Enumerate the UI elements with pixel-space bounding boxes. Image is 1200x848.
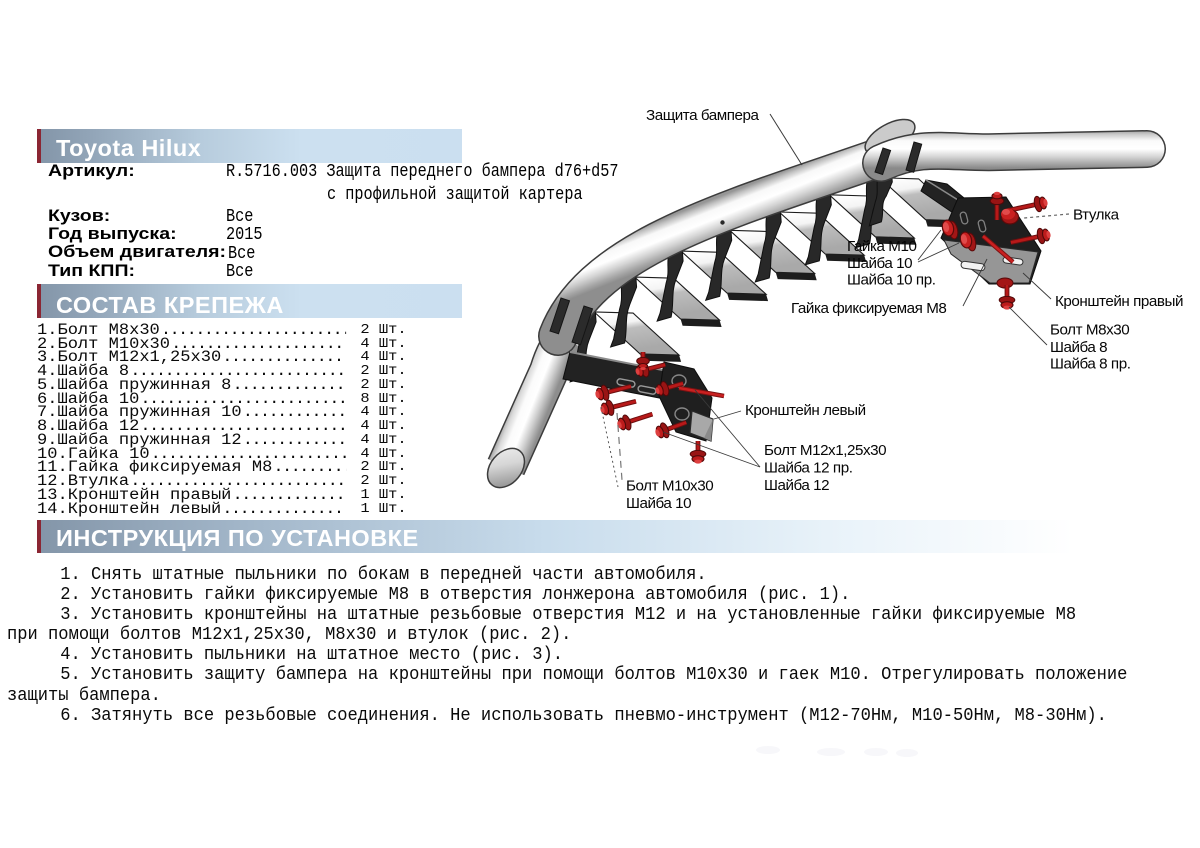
svg-text:Шайба 10 пр.: Шайба 10 пр. xyxy=(847,272,935,289)
svg-text:Шайба 12 пр.: Шайба 12 пр. xyxy=(764,460,852,477)
svg-text:Болт М10х30: Болт М10х30 xyxy=(626,478,713,495)
svg-text:Кронштейн левый: Кронштейн левый xyxy=(745,402,866,419)
svg-text:Шайба 8 пр.: Шайба 8 пр. xyxy=(1050,356,1130,373)
svg-text:Кронштейн правый: Кронштейн правый xyxy=(1055,293,1183,310)
svg-text:Болт М12х1,25х30: Болт М12х1,25х30 xyxy=(764,442,886,459)
svg-text:Защита бампера: Защита бампера xyxy=(646,107,760,124)
svg-text:Болт М8х30: Болт М8х30 xyxy=(1050,322,1129,339)
svg-text:Шайба 10: Шайба 10 xyxy=(847,255,912,272)
svg-text:Шайба 10: Шайба 10 xyxy=(626,495,691,512)
svg-text:Гайка фиксируемая М8: Гайка фиксируемая М8 xyxy=(791,300,946,317)
svg-text:Втулка: Втулка xyxy=(1073,207,1120,224)
svg-text:Шайба 12: Шайба 12 xyxy=(764,477,829,494)
svg-text:Шайба 8: Шайба 8 xyxy=(1050,339,1107,356)
svg-text:Гайка М10: Гайка М10 xyxy=(847,238,916,255)
